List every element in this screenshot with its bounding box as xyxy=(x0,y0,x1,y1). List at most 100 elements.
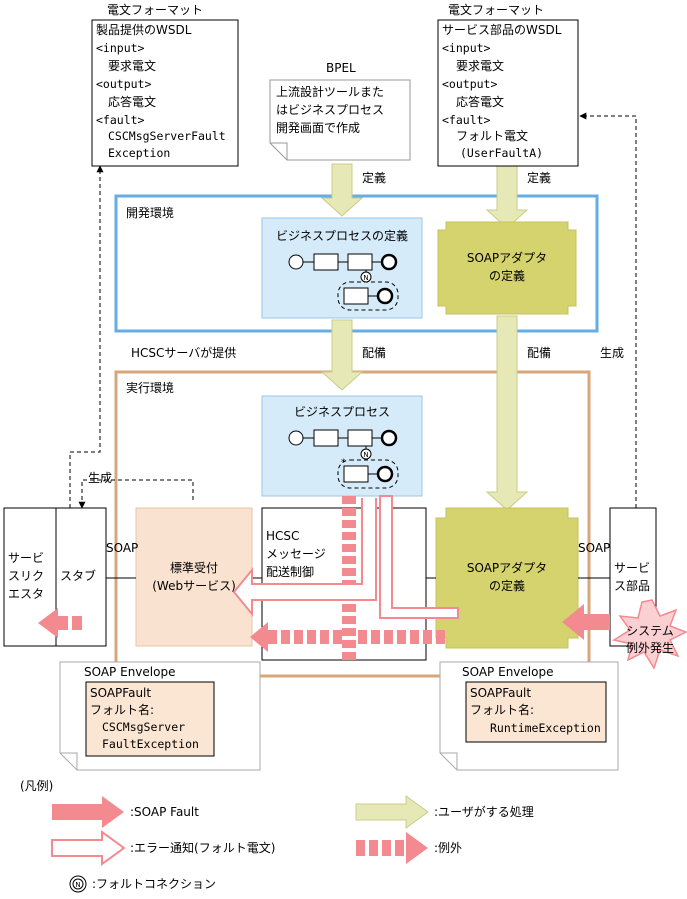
wsdl-right-input-tag: <input> xyxy=(442,41,491,55)
generate-label-left: 生成 xyxy=(88,471,113,485)
deploy-arrow-bp xyxy=(320,319,364,391)
deploy-label-2: 配備 xyxy=(527,346,552,360)
envelope-left-fault: SOAPFault xyxy=(90,686,152,700)
adapter-def-line2: の定義 xyxy=(488,269,525,283)
bpel-line1: 上流設計ツールまた xyxy=(276,85,385,99)
adapter-def-box xyxy=(437,221,577,315)
legend-error-arrow xyxy=(51,830,126,866)
adapter-run-box xyxy=(435,507,579,649)
define-arrow-adapter xyxy=(485,165,529,229)
deploy-label-1: 配備 xyxy=(362,346,387,360)
wsdl-right-input-msg: 要求電文 xyxy=(456,59,505,73)
bp-def-flow: N xyxy=(288,253,399,311)
wsdl-right-fault-msg1: フォルト電文 xyxy=(456,129,529,143)
svg-text:*: * xyxy=(341,458,346,468)
std-recv-line2: (Webサービス) xyxy=(152,579,236,593)
generate-service-line xyxy=(579,112,637,508)
service-part-line1: サービ xyxy=(614,561,651,575)
requester-line3: エスタ xyxy=(8,587,45,601)
envelope-right-fault-name: RuntimeException xyxy=(490,721,601,735)
wsdl-left-fault-msg1: CSCMsgServerFault xyxy=(108,129,226,143)
dev-env-frame xyxy=(114,194,599,333)
soap-label-left: SOAP xyxy=(106,541,139,555)
std-recv-line1: 標準受付 xyxy=(169,561,218,575)
exception-to-requester xyxy=(38,608,82,638)
wsdl-left-output-msg: 応答電文 xyxy=(108,95,157,109)
svg-text:N: N xyxy=(75,881,80,889)
deploy-arrow-adapter xyxy=(485,315,529,511)
requester-line1: サービ xyxy=(8,551,45,565)
define-label-2: 定義 xyxy=(527,171,552,185)
adapter-run-line1: SOAPアダプタ xyxy=(466,561,548,575)
envelope-right-fault-name-label: フォルト名: xyxy=(470,703,535,717)
legend-exception-arrow xyxy=(356,832,428,864)
bp-def-label: ビジネスプロセスの定義 xyxy=(275,229,408,243)
generate-stub-line xyxy=(78,479,194,509)
wsdl-left-caption: 電文フォーマット xyxy=(107,3,204,17)
wsdl-right-fault-msg2: (UserFaultA) xyxy=(460,146,544,160)
wsdl-right-output-msg: 応答電文 xyxy=(456,95,505,109)
exception-horizontal xyxy=(250,622,445,652)
bp-run-flow: N * xyxy=(288,429,399,489)
requester-line2: スリク xyxy=(8,569,45,583)
wsdl-right-fault-tag: <fault> xyxy=(442,113,491,127)
error-notice-arrow xyxy=(379,495,459,619)
bp-run-label: ビジネスプロセス xyxy=(293,405,390,419)
bp-run-box xyxy=(261,395,423,497)
wsdl-right-box xyxy=(437,19,579,167)
wsdl-left-title: 製品提供のWSDL xyxy=(96,23,192,37)
wsdl-left-fault-msg2: Exception xyxy=(108,146,171,160)
service-part-line2: ス部品 xyxy=(614,579,651,593)
legend-user-arrow xyxy=(355,795,429,829)
legend-soap-fault-arrow xyxy=(52,796,124,828)
legend-soap-fault: :SOAP Fault xyxy=(130,805,199,819)
wsdl-left-input-msg: 要求電文 xyxy=(108,59,157,73)
soap-fault-arrow xyxy=(562,604,610,640)
run-env-label: 実行環境 xyxy=(126,381,175,395)
bpel-line3: 開発画面で作成 xyxy=(276,121,361,135)
legend-exception: :例外 xyxy=(434,841,463,855)
wsdl-left-output-tag: <output> xyxy=(96,77,152,91)
hcsc-provides-label: HCSCサーバが提供 xyxy=(131,346,237,360)
bp-def-box xyxy=(261,217,423,319)
wsdl-left-input-tag: <input> xyxy=(96,41,145,55)
wsdl-right-title: サービス部品のWSDL xyxy=(442,23,562,37)
generate-label-right: 生成 xyxy=(600,346,625,360)
wsdl-right-caption: 電文フォーマット xyxy=(448,3,545,17)
envelope-left-title: SOAP Envelope xyxy=(84,665,176,679)
svg-text:N: N xyxy=(363,274,368,282)
system-exception-line2: 例外発生 xyxy=(625,641,674,655)
wsdl-right-output-tag: <output> xyxy=(442,77,498,91)
adapter-run-line2: の定義 xyxy=(488,579,525,593)
svg-text:N: N xyxy=(363,451,368,459)
system-exception-burst xyxy=(612,599,687,670)
envelope-left-fault-name1: CSCMsgServer xyxy=(102,720,186,734)
envelope-left-fault-name-label: フォルト名: xyxy=(90,703,155,717)
bpel-label: BPEL xyxy=(326,61,356,75)
system-exception-line1: システム xyxy=(626,624,674,638)
soap-label-right: SOAP xyxy=(578,541,611,555)
stub-label: スタブ xyxy=(60,569,97,583)
envelope-right-title: SOAP Envelope xyxy=(462,665,554,679)
legend-user-process: :ユーザがする処理 xyxy=(434,805,534,819)
define-label-1: 定義 xyxy=(362,171,387,185)
hcsc-line3: 配送制御 xyxy=(266,565,315,579)
envelope-right-fault: SOAPFault xyxy=(470,686,532,700)
legend-fault-connection: :フォルトコネクション xyxy=(92,877,217,891)
wsdl-left-box xyxy=(91,19,239,167)
adapter-def-line1: SOAPアダプタ xyxy=(466,251,548,265)
legend-fault-connection-icon xyxy=(69,875,87,893)
hcsc-line2: メッセージ xyxy=(266,547,326,561)
legend-error-notice: :エラー通知(フォルト電文) xyxy=(130,841,276,855)
bpel-line2: はビジネスプロセス xyxy=(276,103,385,117)
wsdl-left-fault-tag: <fault> xyxy=(96,113,145,127)
define-arrow-bp xyxy=(320,163,364,217)
dev-env-label: 開発環境 xyxy=(126,206,175,220)
bpel-doc xyxy=(269,79,411,161)
std-recv-box xyxy=(135,507,253,647)
hcsc-line1: HCSC xyxy=(266,529,300,543)
stub-to-wsdl-line xyxy=(69,165,104,508)
legend-title: (凡例) xyxy=(20,779,54,793)
